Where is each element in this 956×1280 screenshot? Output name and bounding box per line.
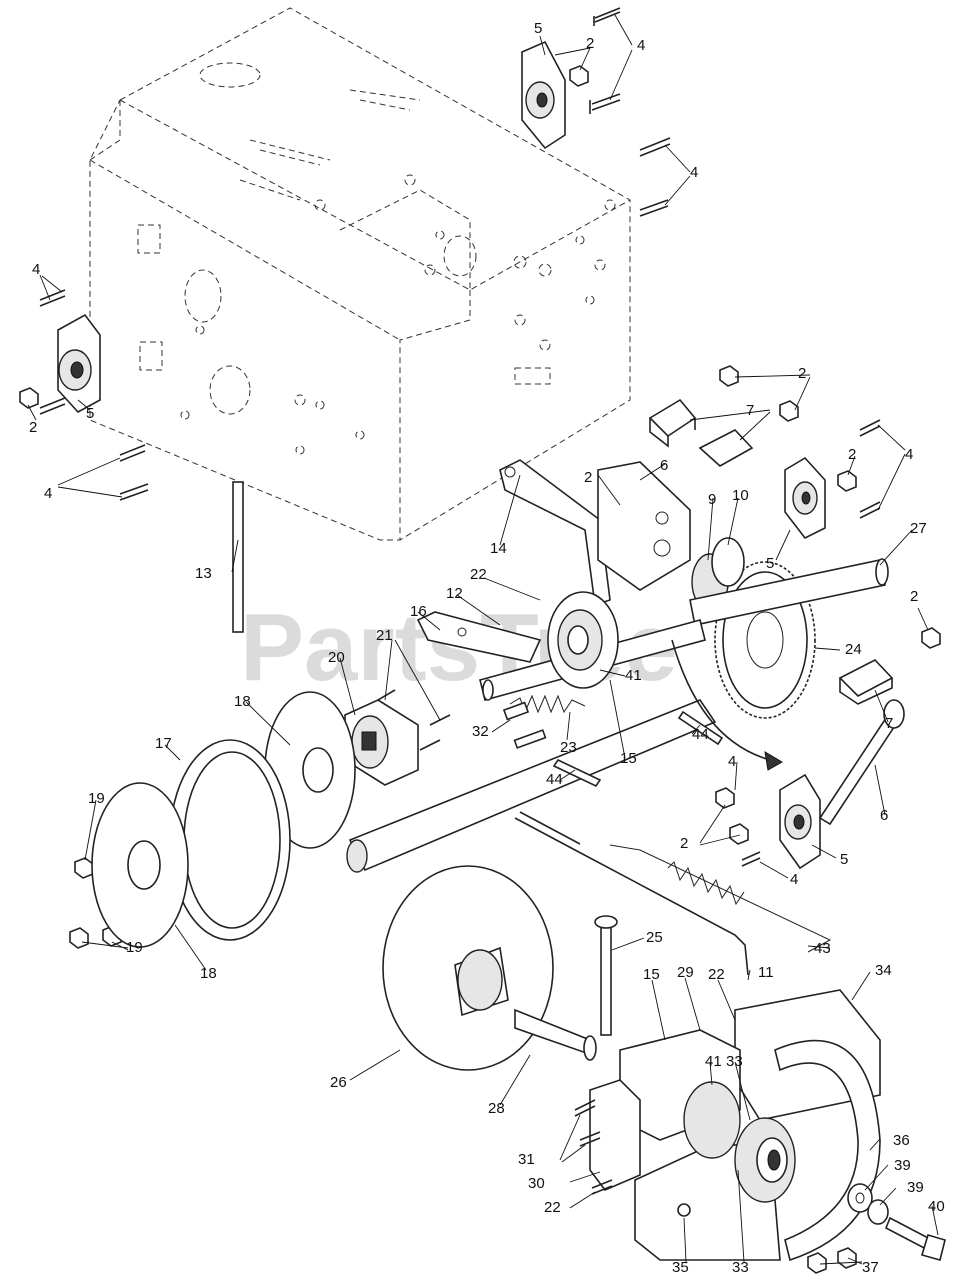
callout-10: 10 (732, 487, 749, 504)
callout-14: 14 (490, 540, 507, 557)
bearing-flange-right (784, 456, 826, 540)
leader-lines (27, 14, 939, 1265)
callout-20: 20 (328, 649, 345, 666)
callout-9: 9 (708, 491, 716, 508)
callout-33: 33 (732, 1259, 749, 1276)
callout-12: 12 (446, 585, 463, 602)
washers-39 (847, 1183, 889, 1225)
drive-shaft-tube (346, 699, 717, 873)
callout-4: 4 (905, 446, 913, 463)
callout-4: 4 (790, 871, 798, 888)
hub-20 (344, 689, 451, 786)
spring-43 (609, 844, 832, 953)
callout-2: 2 (680, 835, 688, 852)
callout-18: 18 (200, 965, 217, 982)
callout-6: 6 (880, 807, 888, 824)
callout-2: 2 (798, 365, 806, 382)
callout-35: 35 (672, 1259, 689, 1276)
curved-arrow (671, 639, 783, 771)
callout-22: 22 (708, 966, 725, 983)
callout-7: 7 (885, 715, 893, 732)
callout-26: 26 (330, 1074, 347, 1091)
friction-ring-17 (169, 739, 291, 941)
callout-22: 22 (544, 1199, 561, 1216)
callout-11: 11 (758, 964, 774, 981)
callout-39: 39 (894, 1157, 911, 1174)
callout-23: 23 (560, 739, 577, 756)
callout-5: 5 (86, 405, 94, 422)
frame-34 (589, 989, 881, 1261)
callout-24: 24 (845, 641, 862, 658)
shaft-13 (232, 481, 244, 633)
callout-31: 31 (518, 1151, 535, 1168)
pin-25 (594, 915, 618, 1036)
bearing-flange-lower (779, 773, 821, 870)
callout-21: 21 (376, 627, 393, 644)
plate-6 (597, 461, 691, 591)
lever-16 (416, 611, 542, 663)
callout-4: 4 (728, 753, 736, 770)
hub-28 (454, 946, 597, 1061)
callout-30: 30 (528, 1175, 545, 1192)
callout-19: 19 (88, 790, 105, 807)
callout-15: 15 (643, 966, 660, 983)
callout-27: 27 (910, 520, 927, 537)
callout-44: 44 (546, 771, 563, 788)
standoff-spacers (648, 398, 894, 705)
callout-39: 39 (907, 1179, 924, 1196)
callout-43: 43 (814, 940, 831, 957)
rod-11 (514, 811, 749, 976)
callout-37: 37 (862, 1259, 879, 1276)
callout-7: 7 (746, 402, 754, 419)
bolt-40 (884, 1216, 946, 1261)
callout-4: 4 (44, 485, 52, 502)
callout-2: 2 (586, 35, 594, 52)
callout-28: 28 (488, 1100, 505, 1117)
callout-4: 4 (690, 164, 698, 181)
callout-labels: 5 2 4 4 4 5 2 4 2 7 6 2 9 10 4 2 5 27 14… (29, 20, 945, 1276)
callout-29: 29 (677, 964, 694, 981)
callout-15: 15 (620, 750, 637, 767)
callout-19: 19 (126, 939, 143, 956)
callout-6: 6 (660, 457, 668, 474)
callout-18: 18 (234, 693, 251, 710)
callout-2: 2 (584, 469, 592, 486)
key-44 (552, 710, 724, 788)
callout-4: 4 (637, 37, 645, 54)
callout-5: 5 (766, 555, 774, 572)
callout-33: 33 (726, 1053, 743, 1070)
callout-40: 40 (928, 1198, 945, 1215)
callout-16: 16 (410, 603, 427, 620)
bearing-22 (547, 591, 619, 689)
callout-17: 17 (155, 735, 172, 752)
callout-32: 32 (472, 723, 489, 740)
callout-25: 25 (646, 929, 663, 946)
callout-44: 44 (692, 726, 709, 743)
callout-41: 41 (625, 667, 642, 684)
callout-36: 36 (893, 1132, 910, 1149)
pin-6 (818, 699, 905, 826)
callout-5: 5 (840, 851, 848, 868)
bearing-flange-top (521, 40, 566, 150)
callout-41: 41 (705, 1053, 722, 1070)
bearing-flange-left (57, 313, 101, 414)
callout-13: 13 (195, 565, 212, 582)
callout-2: 2 (848, 446, 856, 463)
callout-22: 22 (470, 566, 487, 583)
callout-34: 34 (875, 962, 892, 979)
auger-housing (89, 7, 631, 541)
callout-5: 5 (534, 20, 542, 37)
callout-2: 2 (29, 419, 37, 436)
shaft-27 (689, 558, 889, 626)
callout-2: 2 (910, 588, 918, 605)
bracket-14 (499, 459, 611, 607)
plate-18-lower (91, 782, 189, 948)
callout-4: 4 (32, 261, 40, 278)
